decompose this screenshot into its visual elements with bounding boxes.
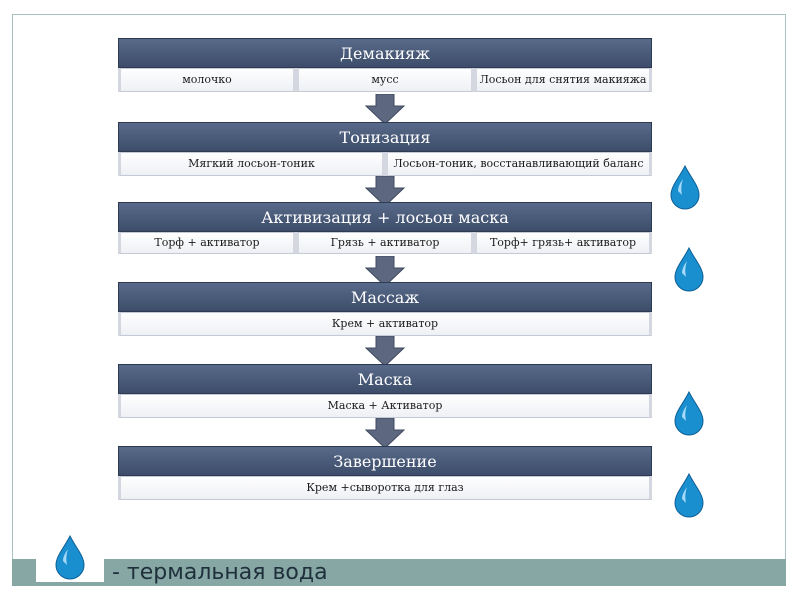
step-option: Торф+ грязь+ активатор (474, 232, 652, 254)
water-drop-icon (674, 246, 704, 292)
down-arrow-icon (364, 336, 406, 366)
step-title: Тонизация (118, 122, 652, 152)
step-option: Мягкий лосьон-тоник (118, 152, 385, 176)
water-drop-icon (674, 390, 704, 436)
step-option: Крем +сыворотка для глаз (118, 476, 652, 500)
step-makeup-removal: Демакияж молочко мусс Лосьон для снятия … (118, 38, 652, 92)
step-title: Маска (118, 364, 652, 394)
down-arrow-icon (364, 256, 406, 286)
step-option: Крем + активатор (118, 312, 652, 336)
step-title: Активизация + лосьон маска (118, 202, 652, 232)
step-option: Торф + активатор (118, 232, 296, 254)
step-option: Грязь + активатор (296, 232, 474, 254)
step-option: Лосьон для снятия макияжа (474, 68, 652, 92)
water-drop-icon (670, 164, 700, 210)
step-title: Завершение (118, 446, 652, 476)
legend-label: - термальная вода (112, 560, 328, 585)
step-title: Демакияж (118, 38, 652, 68)
step-massage: Массаж Крем + активатор (118, 282, 652, 336)
down-arrow-icon (364, 94, 406, 124)
step-option: Маска + Активатор (118, 394, 652, 418)
footer-bar (12, 559, 786, 586)
legend-water-drop-icon (55, 534, 85, 580)
step-option: молочко (118, 68, 296, 92)
down-arrow-icon (364, 176, 406, 206)
step-mask: Маска Маска + Активатор (118, 364, 652, 418)
down-arrow-icon (364, 418, 406, 448)
step-option: Лосьон-тоник, восстанавливающий баланс (385, 152, 652, 176)
step-activation: Активизация + лосьон маска Торф + актива… (118, 202, 652, 254)
step-option: мусс (296, 68, 474, 92)
water-drop-icon (674, 472, 704, 518)
step-completion: Завершение Крем +сыворотка для глаз (118, 446, 652, 500)
step-title: Массаж (118, 282, 652, 312)
step-toning: Тонизация Мягкий лосьон-тоник Лосьон-тон… (118, 122, 652, 176)
